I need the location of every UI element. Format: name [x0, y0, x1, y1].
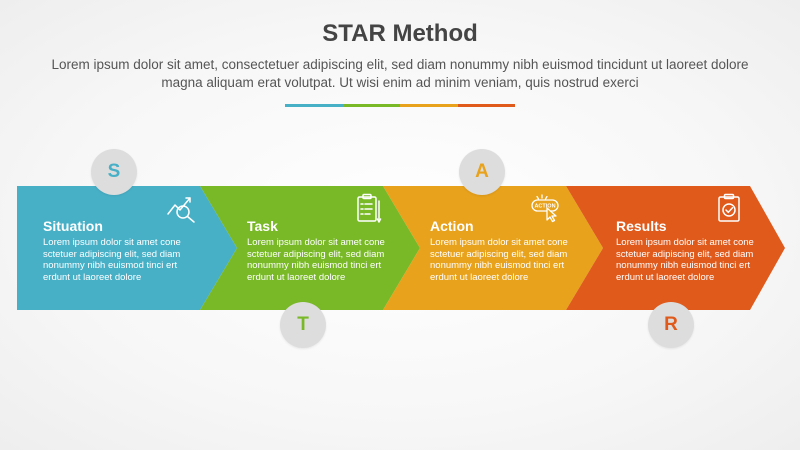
- step-title-action: Action: [430, 218, 474, 234]
- step-body-results: Lorem ipsum dolor sit amet cone sctetuer…: [616, 237, 754, 283]
- divider-segment-results: [457, 104, 515, 107]
- clipboard-check-icon: [718, 193, 740, 222]
- step-title-task: Task: [247, 218, 278, 234]
- step-letter-situation: S: [91, 149, 137, 195]
- step-body-action: Lorem ipsum dolor sit amet cone sctetuer…: [430, 237, 568, 283]
- divider-segment-situation: [285, 104, 343, 107]
- clipboard-checklist-icon: [357, 193, 382, 223]
- step-body-task: Lorem ipsum dolor sit amet cone sctetuer…: [247, 237, 385, 283]
- page-title: STAR Method: [322, 20, 478, 47]
- step-title-situation: Situation: [43, 218, 103, 234]
- arrow-segment-situation: [17, 186, 237, 310]
- divider-segment-action: [400, 104, 458, 107]
- chart-magnifier-icon: [167, 197, 195, 223]
- step-letter-task: T: [280, 302, 326, 348]
- page-subtitle: Lorem ipsum dolor sit amet, consectetuer…: [51, 57, 749, 90]
- step-title-results: Results: [616, 218, 667, 234]
- action-button-click-icon: ACTION: [531, 194, 559, 223]
- arrow-segment-results: [566, 186, 785, 310]
- title-divider: [285, 104, 515, 107]
- action-icon-label: ACTION: [534, 204, 555, 210]
- divider-segment-task: [342, 104, 400, 107]
- step-letter-action: A: [459, 149, 505, 195]
- step-body-situation: Lorem ipsum dolor sit amet cone sctetuer…: [43, 237, 181, 283]
- step-letter-results: R: [648, 302, 694, 348]
- arrow-segment-task: [200, 186, 420, 310]
